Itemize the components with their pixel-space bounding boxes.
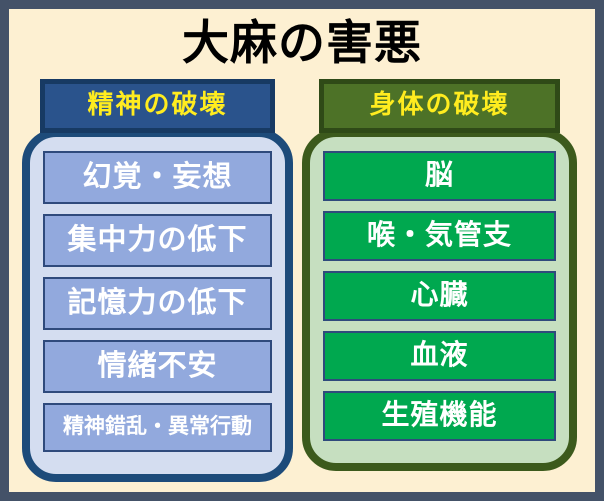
page-title: 大麻の害悪 (182, 16, 422, 71)
list-item: 情緒不安 (43, 340, 272, 393)
list-item: 脳 (323, 151, 556, 201)
column-mental: 精神の破壊 幻覚・妄想 集中力の低下 記憶力の低下 情緒不安 精神錯乱・異常行動 (22, 79, 293, 486)
list-item: 生殖機能 (323, 391, 556, 441)
list-item: 集中力の低下 (43, 214, 272, 267)
column-body-mental: 幻覚・妄想 集中力の低下 記憶力の低下 情緒不安 精神錯乱・異常行動 (22, 129, 293, 482)
list-item: 血液 (323, 331, 556, 381)
column-body: 身体の破壊 脳 喉・気管支 心臓 血液 生殖機能 (302, 79, 577, 475)
list-item: 幻覚・妄想 (43, 151, 272, 204)
column-body-physical: 脳 喉・気管支 心臓 血液 生殖機能 (302, 129, 577, 471)
column-header-body: 身体の破壊 (319, 79, 560, 133)
list-item: 記憶力の低下 (43, 277, 272, 330)
list-item: 精神錯乱・異常行動 (43, 403, 272, 452)
list-item: 喉・気管支 (323, 211, 556, 261)
column-header-mental: 精神の破壊 (40, 79, 275, 133)
list-item: 心臓 (323, 271, 556, 321)
